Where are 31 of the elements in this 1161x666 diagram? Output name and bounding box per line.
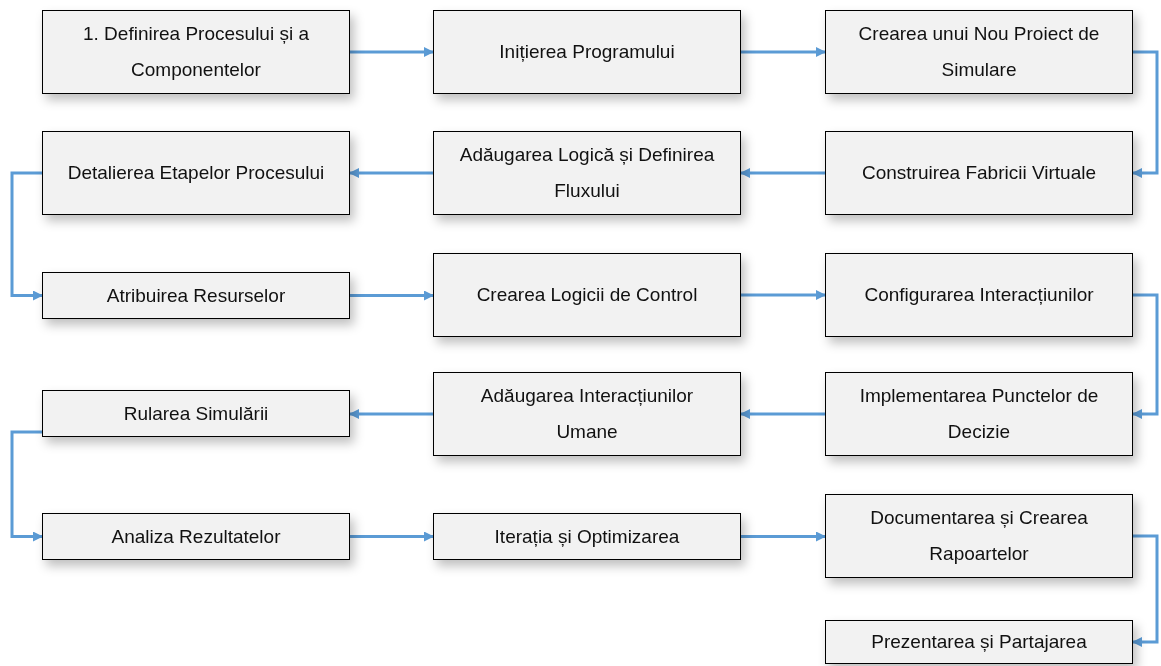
process-box: Configurarea Interacțiunilor xyxy=(825,253,1133,337)
process-box: Analiza Rezultatelor xyxy=(42,513,350,560)
process-box: Inițierea Programului xyxy=(433,10,741,94)
process-box: Implementarea Punctelor de Decizie xyxy=(825,372,1133,456)
arrow xyxy=(1132,534,1159,647)
process-box: Crearea unui Nou Proiect de Simulare xyxy=(825,10,1133,94)
arrow xyxy=(741,47,826,57)
arrow xyxy=(741,531,826,542)
arrow xyxy=(349,409,433,419)
arrow xyxy=(1132,293,1159,419)
process-box: Adăugarea Logică și Definirea Fluxului xyxy=(433,131,741,215)
process-box: Crearea Logicii de Control xyxy=(433,253,741,337)
process-box: Adăugarea Interacțiunilor Umane xyxy=(433,372,741,456)
arrow xyxy=(350,47,434,57)
arrow xyxy=(1132,50,1159,178)
process-box: Detalierea Etapelor Procesului xyxy=(42,131,350,215)
arrow xyxy=(740,409,825,419)
arrow xyxy=(741,290,826,300)
process-box: Documentarea și Crearea Rapoartelor xyxy=(825,494,1133,578)
process-box: Prezentarea și Partajarea xyxy=(825,620,1133,664)
arrow xyxy=(350,290,434,301)
process-box: Construirea Fabricii Virtuale xyxy=(825,131,1133,215)
arrow xyxy=(350,531,434,542)
process-box: Iterația și Optimizarea xyxy=(433,513,741,560)
arrow xyxy=(740,168,825,178)
arrow xyxy=(10,430,43,542)
process-box: 1. Definirea Procesului și a Componentelor xyxy=(42,10,350,94)
arrow xyxy=(349,168,433,178)
process-box: Atribuirea Resurselor xyxy=(42,272,350,319)
arrow xyxy=(10,171,43,301)
process-box: Rularea Simulării xyxy=(42,390,350,437)
